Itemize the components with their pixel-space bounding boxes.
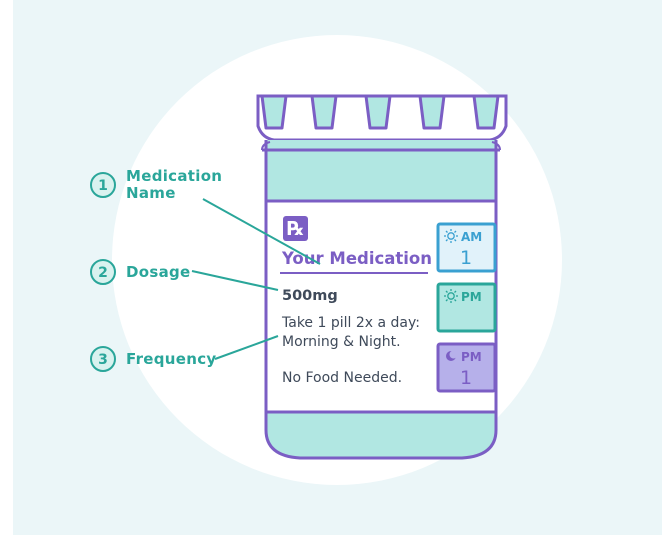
slot-am: AM 1 bbox=[436, 222, 497, 273]
callout-3-leader bbox=[214, 335, 279, 360]
slot-am-period: AM bbox=[461, 230, 482, 244]
slot-pm-day-box bbox=[436, 282, 497, 333]
medication-title: Your Medication bbox=[281, 249, 432, 268]
callout-2-leader bbox=[191, 270, 279, 291]
cap-ridges bbox=[260, 94, 500, 130]
moon-icon bbox=[446, 350, 458, 361]
frequency-line-1: Take 1 pill 2x a day: bbox=[281, 315, 420, 331]
slot-am-count: 1 bbox=[460, 247, 472, 269]
slot-pm-night-period: PM bbox=[461, 350, 482, 364]
callout-dosage: 2 Dosage bbox=[90, 259, 279, 291]
callout-frequency: 3 Frequency bbox=[90, 335, 279, 372]
callout-1-number: 1 bbox=[98, 178, 108, 194]
rx-symbol: ℞ bbox=[287, 218, 304, 240]
dosage-value: 500mg bbox=[282, 288, 338, 304]
slot-pm-day: PM bbox=[436, 282, 497, 333]
callout-3-line-1: Frequency bbox=[126, 350, 217, 368]
callout-1-leader bbox=[202, 198, 321, 265]
slot-pm-day-period: PM bbox=[461, 290, 482, 304]
rx-badge: ℞ bbox=[283, 216, 308, 241]
callout-1-line-1: Medication bbox=[126, 167, 222, 185]
callout-1-line-2: Name bbox=[126, 184, 176, 202]
slot-pm-night-count: 1 bbox=[460, 367, 472, 389]
food-note: No Food Needed. bbox=[282, 370, 402, 386]
sun-icon bbox=[444, 229, 458, 243]
slot-pm-night: PM 1 bbox=[436, 342, 497, 393]
slot-am-box bbox=[436, 222, 497, 273]
sun-icon bbox=[444, 289, 458, 303]
frequency-line-2: Morning & Night. bbox=[282, 334, 401, 350]
callout-2-number: 2 bbox=[98, 265, 108, 281]
callout-medication-name: 1 Medication Name bbox=[90, 167, 321, 265]
callout-3-number: 3 bbox=[98, 352, 108, 368]
bottle-cap bbox=[256, 94, 508, 142]
callout-2-line-1: Dosage bbox=[126, 263, 191, 281]
